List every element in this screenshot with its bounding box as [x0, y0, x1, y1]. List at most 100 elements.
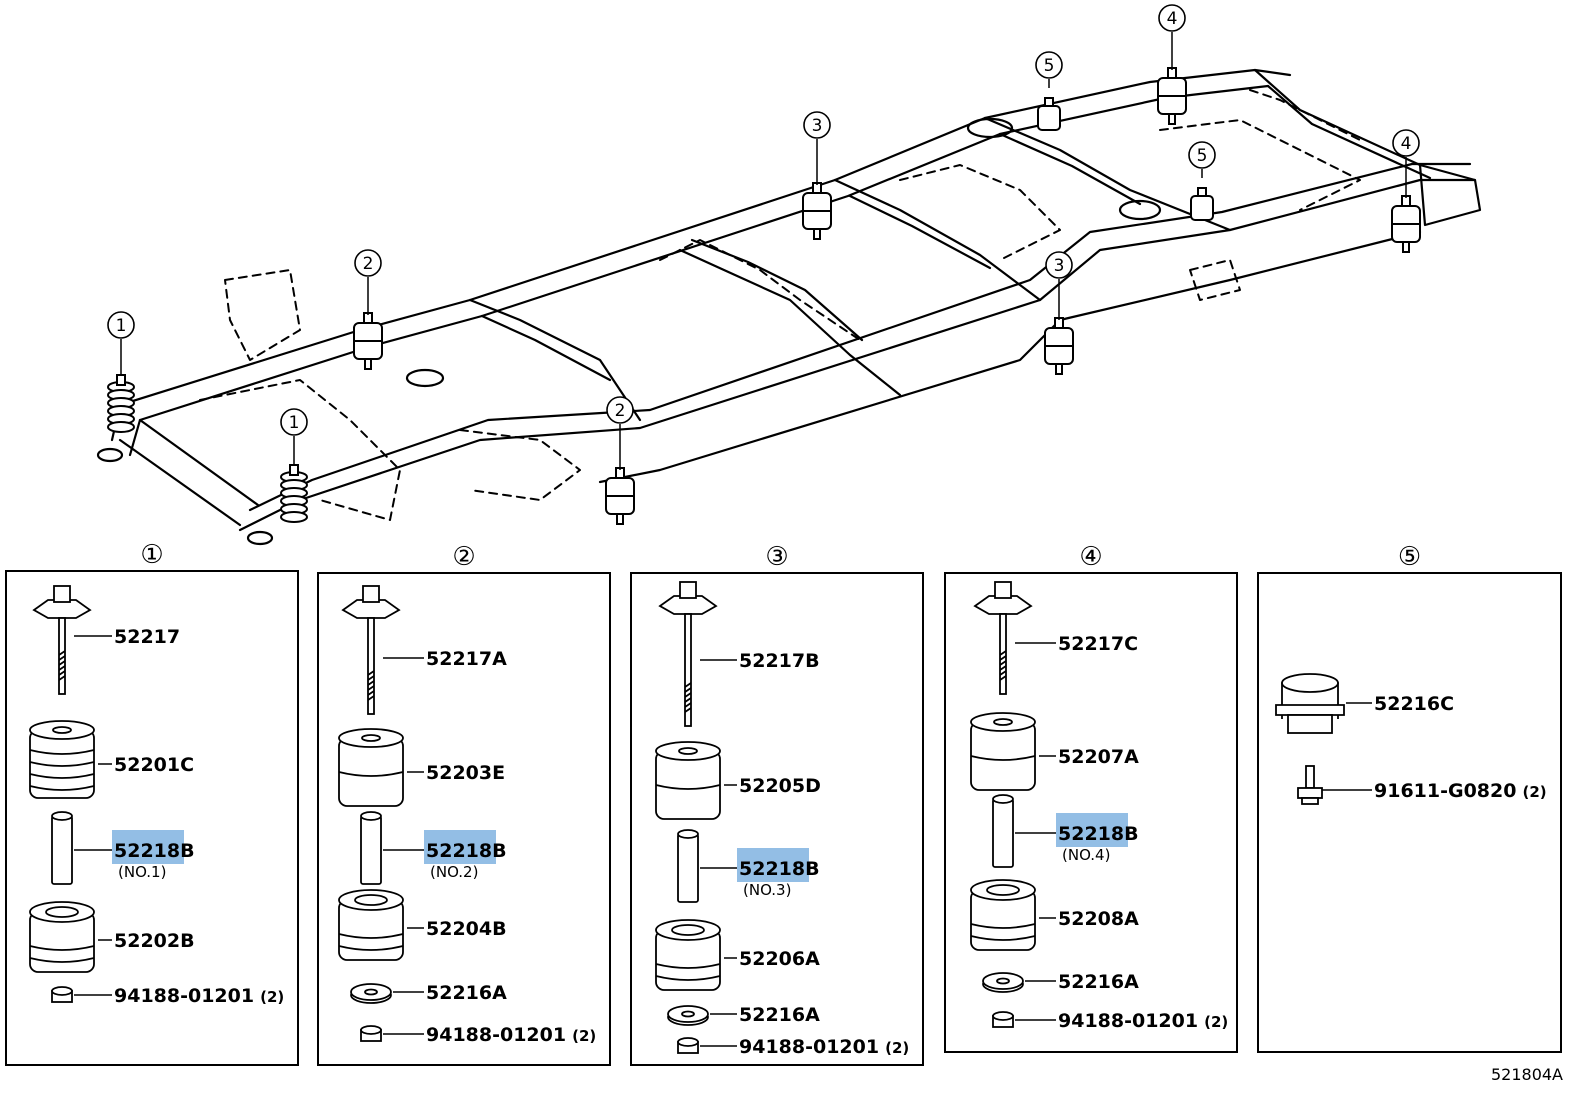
frame-hole — [405, 368, 445, 388]
part-highlight — [112, 830, 184, 864]
crossmember-4 — [983, 116, 1232, 232]
part-number: 52205D — [739, 775, 821, 797]
part-item[interactable]: 52206A — [655, 919, 820, 991]
part-number-suffix: B — [492, 840, 506, 862]
part-number: 52216A — [426, 982, 507, 1004]
frame-mount — [1157, 67, 1187, 125]
hidden-lines-1 — [224, 269, 301, 361]
frame-mount — [280, 464, 308, 523]
frame-callout: 5 — [1188, 141, 1216, 178]
hidden-lines-6 — [459, 429, 581, 501]
part-number: 52204B — [426, 918, 507, 940]
frame-mount — [1044, 317, 1074, 375]
part-group-title: ⑤ — [1398, 542, 1421, 572]
part-item[interactable]: 91611-G0820(2) — [1297, 765, 1547, 805]
part-number: 52218B — [739, 858, 820, 880]
part-number: 52217 — [114, 626, 180, 648]
part-item[interactable]: 52217B — [658, 581, 820, 727]
part-item[interactable]: 52218B(NO.3) — [677, 829, 820, 903]
part-number: 94188-01201(2) — [1058, 1010, 1228, 1032]
part-item[interactable]: 52205D — [655, 741, 821, 820]
part-number: 52218B — [1058, 823, 1139, 845]
part-item[interactable]: 52217C — [973, 581, 1138, 695]
part-group-box — [944, 572, 1238, 1053]
part-note: (NO.1) — [118, 863, 166, 881]
part-item[interactable]: 52216A — [350, 982, 507, 1004]
part-item[interactable]: 52202B — [29, 901, 195, 973]
hidden-lines-5 — [1159, 119, 1361, 211]
part-item[interactable]: 52216A — [667, 1004, 820, 1026]
part-number-suffix: B — [180, 840, 194, 862]
part-note: (NO.2) — [430, 863, 478, 881]
part-highlight — [737, 848, 809, 882]
left-rail-inner — [128, 84, 1270, 457]
frame-callout: 3 — [1045, 251, 1073, 320]
frame-callout: 3 — [803, 111, 831, 185]
part-number: 94188-01201(2) — [426, 1024, 596, 1046]
part-item[interactable]: 52208A — [970, 879, 1139, 951]
bracket-tab — [96, 447, 124, 463]
part-note: (NO.4) — [1062, 846, 1110, 864]
rear-end — [1418, 163, 1482, 227]
frame-illustration — [96, 68, 1482, 546]
frame-callout: 5 — [1035, 51, 1063, 88]
part-item[interactable]: 52201C — [29, 720, 194, 799]
part-number: 52216A — [739, 1004, 820, 1026]
frame-hole — [1118, 199, 1162, 221]
crossmember-front — [118, 418, 260, 527]
part-item[interactable]: 52218B(NO.4) — [992, 794, 1139, 868]
part-item[interactable]: 52218B(NO.2) — [360, 811, 507, 885]
part-group-title: ④ — [1079, 542, 1102, 572]
part-highlight — [424, 830, 496, 864]
part-item[interactable]: 52216A — [982, 971, 1139, 993]
frame-mount — [1037, 97, 1061, 131]
part-number: 52217A — [426, 648, 507, 670]
hidden-lines-7 — [1189, 259, 1241, 301]
part-groups: ①5221752201C52218B(NO.1)52202B94188-0120… — [5, 540, 1562, 1066]
part-number: 52207A — [1058, 746, 1139, 768]
part-group-title: ② — [452, 542, 475, 572]
frame-mount — [605, 467, 635, 525]
part-item[interactable]: 94188-01201(2) — [51, 985, 284, 1007]
frame-callout: 1 — [280, 408, 308, 465]
part-group-2: ②52217A52203E52218B(NO.2)52204B52216A941… — [317, 542, 611, 1066]
part-number: 52208A — [1058, 908, 1139, 930]
part-item[interactable]: 52217A — [341, 585, 507, 715]
part-item[interactable]: 94188-01201(2) — [677, 1036, 909, 1058]
right-rail-inner — [248, 162, 1472, 512]
part-group-title: ① — [140, 540, 163, 570]
part-item[interactable]: 52217 — [32, 585, 180, 695]
bracket-tab — [246, 530, 274, 546]
frame-callout-number: 3 — [1054, 256, 1065, 276]
part-item[interactable]: 52218B(NO.1) — [51, 811, 195, 885]
crossmember-3 — [833, 178, 1042, 302]
part-highlight — [1056, 813, 1128, 847]
part-group-1: ① 52217 52201C 52218B(NO.1) 52202B 94188-0120… — [5, 540, 299, 1066]
hidden-lines-2 — [199, 379, 401, 521]
part-number: 94188-01201(2) — [114, 985, 284, 1007]
frame-callout: 4 — [1158, 4, 1186, 70]
hidden-lines-4 — [899, 164, 1061, 261]
frame-mount — [1391, 195, 1421, 253]
frame-callout-number: 4 — [1401, 134, 1412, 154]
part-quantity: (2) — [1204, 1013, 1228, 1031]
frame-mount — [353, 312, 383, 370]
part-group-3: ③52217B52205D52218B(NO.3)52206A52216A941… — [630, 542, 924, 1066]
part-quantity: (2) — [572, 1027, 596, 1045]
part-item[interactable]: 94188-01201(2) — [992, 1010, 1228, 1032]
part-quantity: (2) — [885, 1039, 909, 1057]
frame-callout-number: 2 — [615, 401, 626, 421]
part-item[interactable]: 52207A — [970, 712, 1139, 791]
part-item[interactable]: 52203E — [338, 728, 505, 807]
part-item[interactable]: 52216C — [1275, 673, 1454, 734]
frame-callout: 1 — [107, 311, 135, 375]
part-item[interactable]: 52204B — [338, 889, 507, 961]
part-group-4: ④ 52217C 52207A 52218B(NO.4) 52208A 52216A 941… — [944, 542, 1238, 1053]
part-item[interactable]: 94188-01201(2) — [360, 1024, 596, 1046]
part-group-box — [5, 570, 299, 1066]
part-number: 52218B — [114, 840, 195, 862]
frame-callout-number: 1 — [116, 316, 127, 336]
